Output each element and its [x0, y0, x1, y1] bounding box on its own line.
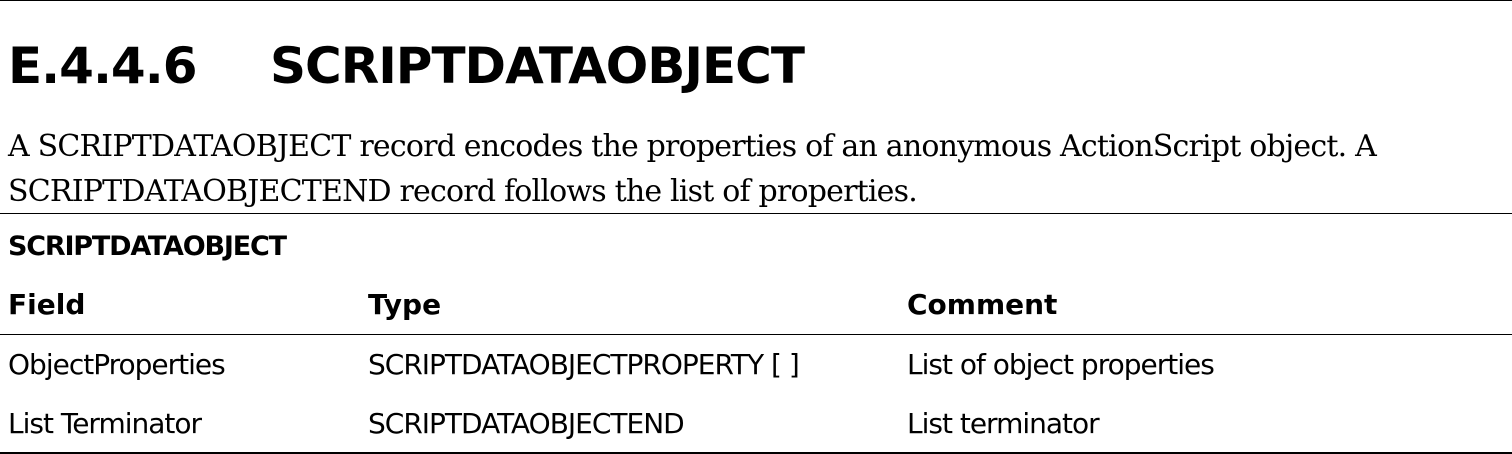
cell-type: SCRIPTDATAOBJECTEND	[368, 406, 685, 440]
cell-comment: List terminator	[907, 406, 1100, 440]
intro-line-1: A SCRIPTDATAOBJECT record encodes the pr…	[8, 129, 1377, 164]
table-header-rule	[0, 334, 1512, 335]
top-rule	[0, 0, 1512, 1]
intro-line-2: SCRIPTDATAOBJECTEND record follows the l…	[8, 174, 918, 209]
section-number: E.4.4.6	[8, 37, 198, 95]
table-bottom-rule	[0, 452, 1512, 454]
cell-field: ObjectProperties	[8, 347, 226, 381]
table-row: ObjectProperties SCRIPTDATAOBJECTPROPERT…	[0, 339, 1512, 389]
column-header-field: Field	[8, 287, 86, 321]
column-header-type: Type	[368, 287, 442, 321]
table-header-row: Field Type Comment	[0, 279, 1512, 329]
cell-field: List Terminator	[8, 406, 202, 440]
section-title: SCRIPTDATAOBJECT	[270, 37, 805, 95]
table-caption: SCRIPTDATAOBJECT	[8, 230, 287, 262]
cell-comment: List of object properties	[907, 347, 1215, 381]
column-header-comment: Comment	[907, 287, 1058, 321]
table-row: List Terminator SCRIPTDATAOBJECTEND List…	[0, 398, 1512, 448]
section-heading: E.4.4.6 SCRIPTDATAOBJECT	[8, 30, 805, 102]
table-top-rule	[0, 213, 1512, 214]
intro-paragraph: A SCRIPTDATAOBJECT record encodes the pr…	[8, 124, 1498, 214]
cell-type: SCRIPTDATAOBJECTPROPERTY [ ]	[368, 347, 800, 381]
